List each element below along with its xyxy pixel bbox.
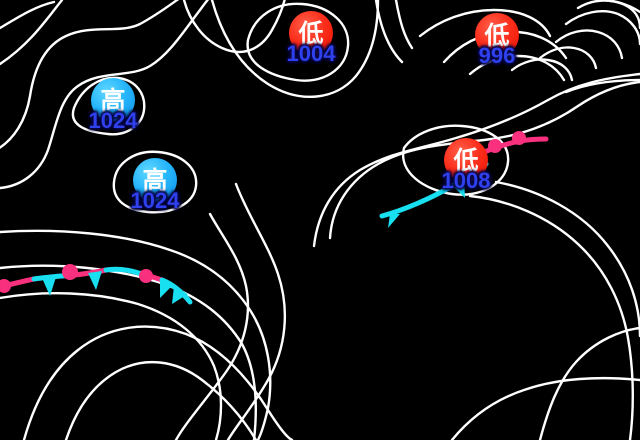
low-pressure-icon: 低 bbox=[444, 138, 488, 182]
isobar-line bbox=[538, 326, 640, 440]
pressure-value-label: 996 bbox=[478, 43, 516, 68]
isobar-line bbox=[510, 58, 574, 82]
warm-front-bump bbox=[488, 139, 502, 153]
isobar-line bbox=[112, 150, 198, 214]
cold-front-barb bbox=[453, 179, 465, 198]
isobar-line bbox=[401, 124, 510, 196]
isobar-line bbox=[494, 180, 640, 338]
occluded-front-1 bbox=[0, 264, 193, 305]
isobar-line bbox=[538, 46, 598, 70]
isobar-line bbox=[394, 0, 414, 50]
isobar-line bbox=[468, 54, 566, 82]
isobar-line bbox=[564, 10, 640, 46]
isobar-line bbox=[0, 292, 223, 440]
isobar-line bbox=[22, 325, 294, 440]
low-pressure-icon: 低 bbox=[475, 13, 519, 57]
pressure-value-label: 1024 bbox=[88, 108, 138, 133]
isobar-line bbox=[312, 72, 640, 248]
occluded-front-barb bbox=[42, 277, 56, 296]
high-pressure-icon: 高 bbox=[133, 158, 177, 202]
occluded-front-bump bbox=[139, 269, 153, 283]
isobar-line bbox=[468, 194, 634, 440]
isobar-line bbox=[0, 0, 64, 66]
isobar-line bbox=[576, 0, 640, 30]
isobar-line bbox=[0, 0, 210, 190]
isobar-line bbox=[210, 0, 380, 98]
pressure-value-label: 1024 bbox=[130, 188, 180, 213]
occluded-front-barb bbox=[160, 279, 174, 298]
isobar-line bbox=[450, 376, 640, 440]
isobar-line bbox=[418, 8, 552, 38]
isobar-line bbox=[0, 0, 56, 30]
occluded-front-bump bbox=[62, 264, 78, 280]
warm-front-bump bbox=[512, 131, 526, 145]
occluded-front-barb bbox=[88, 271, 102, 290]
isobar-line bbox=[554, 29, 624, 60]
isobar-line bbox=[0, 0, 180, 149]
low-pressure-icon: 低 bbox=[289, 11, 333, 55]
isobar-line bbox=[596, 0, 640, 14]
pressure-value-label: 1004 bbox=[286, 41, 336, 66]
isobar-line bbox=[174, 212, 250, 440]
isobar-line bbox=[246, 2, 350, 82]
occluded-front-segment-cold bbox=[103, 266, 145, 277]
isobar-line bbox=[64, 360, 258, 440]
occluded-front-bump bbox=[0, 279, 11, 293]
isobar-line bbox=[328, 80, 640, 240]
isobar-line bbox=[374, 0, 404, 64]
isobar-line bbox=[226, 182, 287, 440]
cold-front-barb bbox=[388, 214, 400, 228]
occluded-front-barb bbox=[172, 286, 188, 304]
pressure-value-label: 1008 bbox=[441, 168, 491, 193]
high-pressure-icon: 高 bbox=[91, 78, 135, 122]
